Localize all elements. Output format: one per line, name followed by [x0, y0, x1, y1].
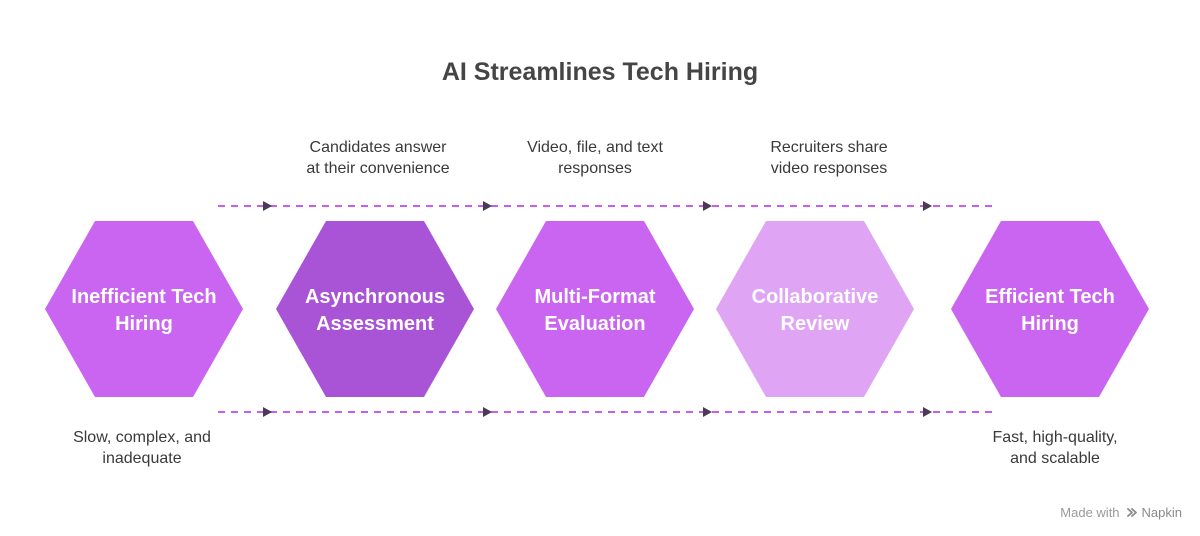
- bottom-note: Fast, high-quality, and scalable: [945, 427, 1165, 469]
- note-line: responses: [558, 160, 632, 177]
- hexagon-step-5: [951, 221, 1149, 397]
- step-label: Efficient Tech Hiring: [955, 284, 1145, 338]
- step-label-line: Hiring: [1021, 313, 1079, 335]
- hexagon-step-3: [496, 221, 694, 397]
- step-label-line: Multi-Format: [534, 286, 656, 308]
- made-with-text: Made with: [1060, 505, 1120, 520]
- arrowhead-icon: [483, 201, 492, 211]
- note-line: Fast, high-quality,: [992, 429, 1118, 446]
- arrowhead-icon: [923, 201, 932, 211]
- note-line: video responses: [770, 160, 888, 177]
- top-note: Candidates answer at their convenience: [268, 137, 488, 179]
- napkin-brand-text: Napkin: [1141, 505, 1182, 520]
- bottom-note: Slow, complex, and inadequate: [32, 427, 252, 469]
- note-line: and scalable: [1010, 450, 1100, 467]
- note-line: Recruiters share: [770, 139, 888, 156]
- step-label: Asynchronous Assessment: [280, 284, 470, 338]
- napkin-logo-icon: [1126, 508, 1137, 517]
- note-line: inadequate: [102, 450, 182, 467]
- step-label-line: Hiring: [115, 313, 173, 335]
- hexagon-step-1: [45, 221, 243, 397]
- step-label: Multi-Format Evaluation: [500, 284, 690, 338]
- arrowhead-icon: [483, 407, 492, 417]
- note-line: Candidates answer: [309, 139, 447, 156]
- made-with-napkin-link[interactable]: Made with Napkin: [1060, 505, 1182, 520]
- top-note: Recruiters share video responses: [719, 137, 939, 179]
- hexagon-step-4: [716, 221, 914, 397]
- note-line: Slow, complex, and: [73, 429, 211, 446]
- arrowhead-icon: [263, 407, 272, 417]
- diagram-title: AI Streamlines Tech Hiring: [441, 58, 759, 86]
- napkin-brand: Napkin: [1126, 505, 1182, 520]
- step-label-line: Asynchronous: [304, 286, 446, 308]
- arrowhead-icon: [923, 407, 932, 417]
- step-label-line: Inefficient Tech: [71, 286, 217, 308]
- step-label-line: Collaborative: [751, 286, 879, 308]
- arrowhead-icon: [703, 407, 712, 417]
- step-label-line: Efficient Tech: [985, 286, 1115, 308]
- top-note: Video, file, and text responses: [485, 137, 705, 179]
- arrowhead-icon: [263, 201, 272, 211]
- hexagon-step-2: [276, 221, 474, 397]
- step-label-line: Assessment: [316, 313, 434, 335]
- note-line: Video, file, and text: [527, 139, 663, 156]
- arrowhead-icon: [703, 201, 712, 211]
- step-label: Collaborative Review: [720, 284, 910, 338]
- step-label-line: Review: [780, 313, 850, 335]
- step-label: Inefficient Tech Hiring: [49, 284, 239, 338]
- note-line: at their convenience: [306, 160, 450, 177]
- step-label-line: Evaluation: [544, 313, 646, 335]
